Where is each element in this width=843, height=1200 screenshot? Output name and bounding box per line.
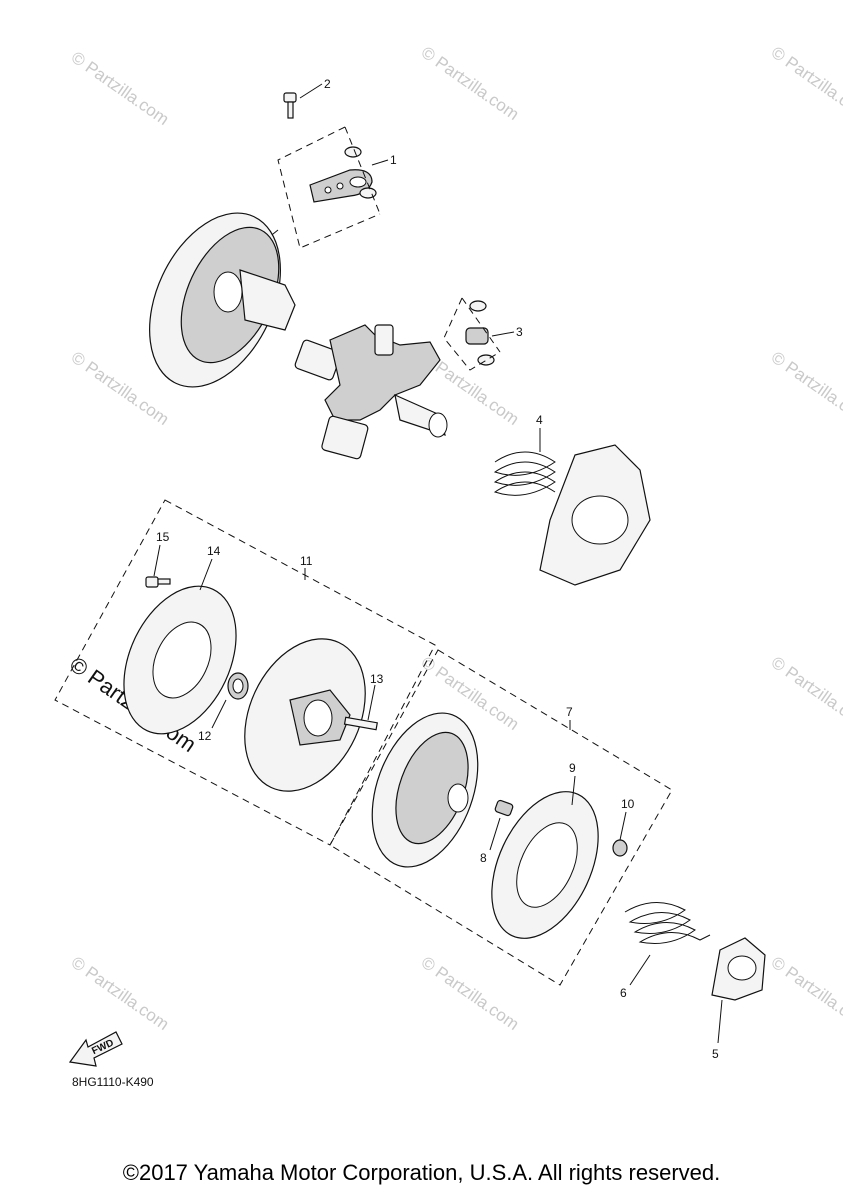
fwd-arrow-icon: FWD [68, 1031, 123, 1067]
watermark: © Partzilla.com [768, 653, 843, 734]
watermark: © Partzilla.com [768, 348, 843, 429]
movable-sheave[interactable] [221, 619, 388, 810]
callout-15: 15 [156, 530, 170, 544]
callout-12: 12 [198, 729, 212, 743]
watermark: © Partzilla.com [68, 953, 173, 1034]
callout-8: 8 [480, 851, 487, 865]
watermark: © Partzilla.com [68, 48, 173, 129]
callout-7: 7 [566, 705, 573, 719]
sliding-sheave[interactable] [353, 698, 498, 881]
callout-14: 14 [207, 544, 221, 558]
callout-2: 2 [324, 77, 331, 91]
callout-1: 1 [390, 153, 397, 167]
watermark: © Partzilla.com [418, 43, 523, 124]
part-8-slider[interactable] [494, 799, 514, 817]
assembly-11-outline [54, 499, 436, 846]
diagram-code: 8HG1110-K490 [72, 1075, 154, 1089]
part-5-spring-seat[interactable] [711, 937, 766, 1001]
watermark-group: © Partzilla.com © Partzilla.com © Partzi… [65, 43, 843, 1034]
part-9-plate[interactable] [470, 775, 619, 955]
callout-6: 6 [620, 986, 627, 1000]
exploded-parts-diagram: © Partzilla.com © Partzilla.com © Partzi… [54, 43, 843, 1089]
callout-10: 10 [621, 797, 635, 811]
part-13-stud[interactable] [343, 716, 378, 731]
part-3-roller[interactable] [465, 300, 495, 366]
fixed-sheave[interactable] [124, 192, 307, 408]
cover-plate[interactable] [539, 444, 651, 586]
part-4-spring[interactable] [493, 451, 556, 496]
part-10-screw[interactable] [612, 839, 628, 857]
callout-5: 5 [712, 1047, 719, 1061]
part-2-pin[interactable] [283, 92, 297, 119]
callout-11: 11 [300, 554, 313, 568]
callout-9: 9 [569, 761, 576, 775]
copyright-notice: ©2017 Yamaha Motor Corporation, U.S.A. A… [122, 1160, 721, 1185]
watermark: © Partzilla.com [768, 43, 843, 124]
part-15-bolt[interactable] [145, 576, 171, 588]
part-6-spring[interactable] [624, 901, 711, 944]
part-12-bushing[interactable] [227, 672, 249, 700]
callout-4: 4 [536, 413, 543, 427]
assembly-7-outline [329, 649, 673, 986]
callout-3: 3 [516, 325, 523, 339]
part-14-plate[interactable] [102, 568, 259, 752]
spider-hub[interactable] [294, 324, 448, 460]
callout-13: 13 [370, 672, 384, 686]
part-1-weight-arm[interactable] [309, 146, 377, 203]
watermark: © Partzilla.com [768, 953, 843, 1034]
watermark: © Partzilla.com [418, 953, 523, 1034]
